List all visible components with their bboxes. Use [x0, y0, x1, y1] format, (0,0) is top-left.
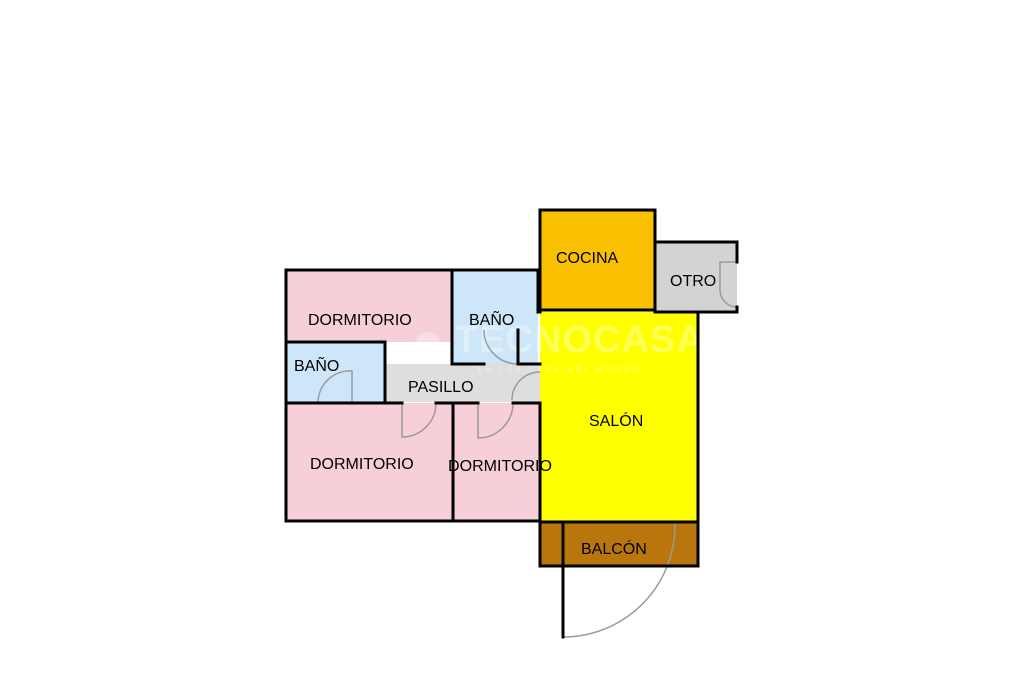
- room-labels: DORMITORIO BAÑO BAÑO PASILLO DORMITORIO …: [294, 250, 716, 558]
- watermark: TECNOCASA LA TUA CASA NEL MONDO: [415, 319, 705, 374]
- label-dormitorio-top: DORMITORIO: [308, 312, 412, 329]
- walls: [284, 208, 739, 639]
- label-dormitorio-bottom-left: DORMITORIO: [310, 456, 414, 473]
- door-arc-pasillo-salon: [511, 371, 541, 401]
- room-dormitorio-top: [286, 270, 452, 342]
- label-balcon: BALCÓN: [581, 539, 647, 558]
- door-arc-dormitorio-mid: [477, 402, 514, 439]
- door-arc-otro: [719, 261, 738, 308]
- label-dormitorio-bottom-mid: DORMITORIO: [448, 458, 552, 475]
- room-dormitorio-bottom-left: [286, 403, 453, 521]
- room-salon: [540, 312, 698, 522]
- room-dormitorio-bottom-mid: [453, 403, 540, 521]
- watermark-logo: TECNOCASA: [455, 319, 705, 361]
- wall-cocina: [538, 208, 657, 314]
- label-otro: OTRO: [670, 273, 716, 290]
- door-arc-bano-left: [317, 370, 353, 404]
- room-fills: [286, 210, 737, 566]
- room-balcon: [540, 522, 698, 566]
- label-cocina: COCINA: [556, 250, 619, 267]
- label-salon: SALÓN: [589, 411, 643, 430]
- label-bano-top: BAÑO: [469, 309, 514, 329]
- label-pasillo: PASILLO: [408, 379, 474, 396]
- door-arc-balcon: [562, 521, 676, 638]
- door-arc-dormitorio-left: [401, 402, 437, 438]
- door-arc-bano-top: [483, 329, 519, 365]
- watermark-house-icon: [415, 332, 441, 358]
- watermark-tagline: LA TUA CASA NEL MONDO: [478, 365, 642, 374]
- room-cocina: [540, 210, 655, 310]
- wall-otro: [654, 240, 739, 264]
- label-bano-left: BAÑO: [294, 355, 339, 375]
- room-pasillo: [385, 364, 540, 402]
- room-bano-left: [286, 342, 385, 403]
- room-bano-top: [452, 270, 538, 364]
- door-swings: [317, 261, 738, 638]
